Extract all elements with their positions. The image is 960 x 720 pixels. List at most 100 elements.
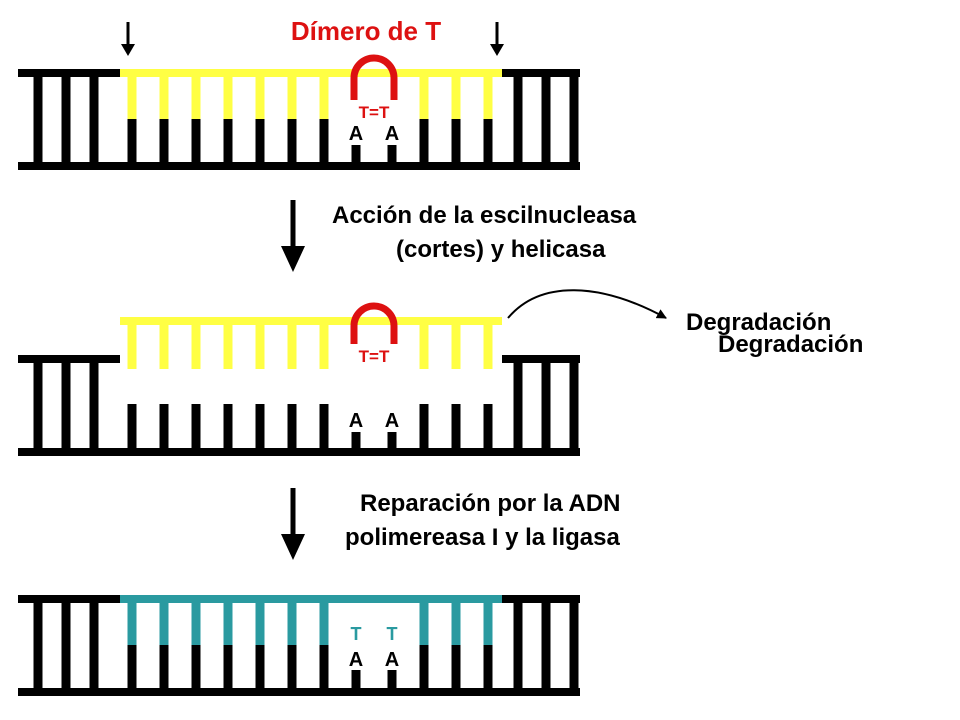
dna1-rung bbox=[513, 77, 523, 163]
dna3-bottom-half-rung bbox=[159, 645, 169, 689]
dna3-repaired-top-half-rung bbox=[319, 603, 329, 645]
dna2-bottom-half-rung bbox=[255, 404, 265, 449]
dna3-base-t-2: T bbox=[387, 624, 398, 644]
dna3-bottom-half-rung bbox=[387, 670, 397, 689]
dimer-loop-icon-2 bbox=[350, 302, 398, 344]
down-arrow-2-icon bbox=[281, 488, 305, 560]
dna2-bottom-half-rung bbox=[419, 404, 429, 449]
dna1-bottom-half-rung bbox=[483, 119, 493, 163]
dna1-damaged-top-half-rung bbox=[127, 77, 137, 119]
dna3-bottom-half-rung bbox=[451, 645, 461, 689]
dna1-damaged-top-half-rung bbox=[451, 77, 461, 119]
dimer-loop-icon bbox=[350, 54, 398, 100]
excised-fragment: T=T bbox=[120, 302, 502, 369]
dna2-bottom-half-rung bbox=[223, 404, 233, 449]
dna1-top-strand-left bbox=[18, 69, 120, 77]
dna2-bottom-half-rung bbox=[127, 404, 137, 449]
dna1-bottom-strand bbox=[18, 162, 580, 170]
dna1-rung bbox=[569, 77, 579, 163]
dna2-base-a-2: A bbox=[385, 410, 399, 432]
dna2-fragment-rung bbox=[191, 325, 201, 369]
dna-damaged: T=T A A bbox=[18, 54, 580, 170]
dna3-repaired-top-half-rung bbox=[483, 603, 493, 645]
dna3-bottom-half-rung bbox=[419, 645, 429, 689]
dna2-fragment-rung bbox=[419, 325, 429, 369]
dna3-bottom-half-rung bbox=[351, 670, 361, 689]
dna2-fragment-rung bbox=[319, 325, 329, 369]
dna3-bottom-half-rung bbox=[127, 645, 137, 689]
dna3-base-a-2: A bbox=[385, 649, 399, 671]
dna1-damaged-top-half-rung bbox=[223, 77, 233, 119]
dna3-rung bbox=[541, 603, 551, 689]
dna2-top-strand-right bbox=[502, 355, 580, 363]
dna2-bottom-half-rung bbox=[483, 404, 493, 449]
step1-caption-line1: Acción de la escilnucleasa bbox=[332, 202, 637, 229]
dna3-top-strand-repaired bbox=[120, 595, 502, 603]
dna2-base-a-1: A bbox=[349, 410, 363, 432]
dna1-dimer-label: T=T bbox=[359, 103, 390, 122]
dna1-bottom-half-rung bbox=[319, 119, 329, 163]
dna3-rung bbox=[569, 603, 579, 689]
dna1-bottom-half-rung bbox=[223, 119, 233, 163]
dna1-rung bbox=[61, 77, 71, 163]
dna3-repaired-top-half-rung bbox=[159, 603, 169, 645]
dna1-bottom-half-rung bbox=[255, 119, 265, 163]
dna1-damaged-top-half-rung bbox=[159, 77, 169, 119]
dna3-rung bbox=[89, 603, 99, 689]
dna2-fragment-rung bbox=[255, 325, 265, 369]
dna3-bottom-half-rung bbox=[191, 645, 201, 689]
dna1-damaged-top-half-rung bbox=[255, 77, 265, 119]
cut-arrow-left-icon bbox=[121, 22, 135, 56]
dna1-top-strand-damaged bbox=[120, 69, 502, 77]
dna2-excised-strand bbox=[120, 317, 502, 325]
degradation-arrow-icon bbox=[507, 289, 667, 319]
dna3-bottom-strand bbox=[18, 688, 580, 696]
dna2-fragment-rung bbox=[159, 325, 169, 369]
dna2-bottom-half-rung bbox=[351, 432, 361, 449]
dna2-bottom-strand bbox=[18, 448, 580, 456]
dna1-bottom-half-rung bbox=[351, 145, 361, 163]
dna2-bottom-half-rung bbox=[319, 404, 329, 449]
step2-caption-line1: Reparación por la ADN bbox=[360, 490, 621, 517]
dna3-base-a-1: A bbox=[349, 649, 363, 671]
dna2-rung bbox=[61, 363, 71, 449]
dna3-rung bbox=[61, 603, 71, 689]
dna1-bottom-half-rung bbox=[419, 119, 429, 163]
dna2-rung bbox=[89, 363, 99, 449]
dna2-rung bbox=[33, 363, 43, 449]
dna3-base-t-1: T bbox=[351, 624, 362, 644]
dna2-top-strand-left bbox=[18, 355, 120, 363]
dna1-damaged-top-half-rung bbox=[319, 77, 329, 119]
dna1-damaged-top-half-rung bbox=[287, 77, 297, 119]
dna3-repaired-top-half-rung bbox=[223, 603, 233, 645]
step1-caption-line2: (cortes) y helicasa bbox=[396, 236, 606, 263]
dna2-bottom-half-rung bbox=[159, 404, 169, 449]
dna3-repaired-top-half-rung bbox=[451, 603, 461, 645]
dna3-bottom-half-rung bbox=[255, 645, 265, 689]
dimer-title: Dímero de T bbox=[291, 16, 441, 46]
degradation-label-1: Degradación bbox=[686, 309, 831, 336]
dna1-damaged-top-half-rung bbox=[191, 77, 201, 119]
dna3-rung bbox=[33, 603, 43, 689]
dna3-top-strand-right bbox=[502, 595, 580, 603]
dna1-bottom-half-rung bbox=[191, 119, 201, 163]
dna3-repaired-top-half-rung bbox=[191, 603, 201, 645]
degradation-label-2: Degradación bbox=[718, 331, 863, 358]
dna1-damaged-top-half-rung bbox=[419, 77, 429, 119]
dna1-rung bbox=[33, 77, 43, 163]
dna3-repaired-top-half-rung bbox=[419, 603, 429, 645]
dna-repaired: T T A A bbox=[18, 595, 580, 696]
dna1-rung bbox=[89, 77, 99, 163]
dna3-repaired-top-half-rung bbox=[255, 603, 265, 645]
dna1-base-a-1: A bbox=[349, 123, 363, 145]
dna3-bottom-half-rung bbox=[287, 645, 297, 689]
dna1-bottom-half-rung bbox=[127, 119, 137, 163]
dna1-bottom-half-rung bbox=[451, 119, 461, 163]
dna2-fragment-rung bbox=[451, 325, 461, 369]
dna2-bottom-half-rung bbox=[387, 432, 397, 449]
dna2-fragment-rung bbox=[287, 325, 297, 369]
dna2-bottom-half-rung bbox=[287, 404, 297, 449]
dna2-fragment-rung bbox=[223, 325, 233, 369]
dna2-bottom-half-rung bbox=[191, 404, 201, 449]
